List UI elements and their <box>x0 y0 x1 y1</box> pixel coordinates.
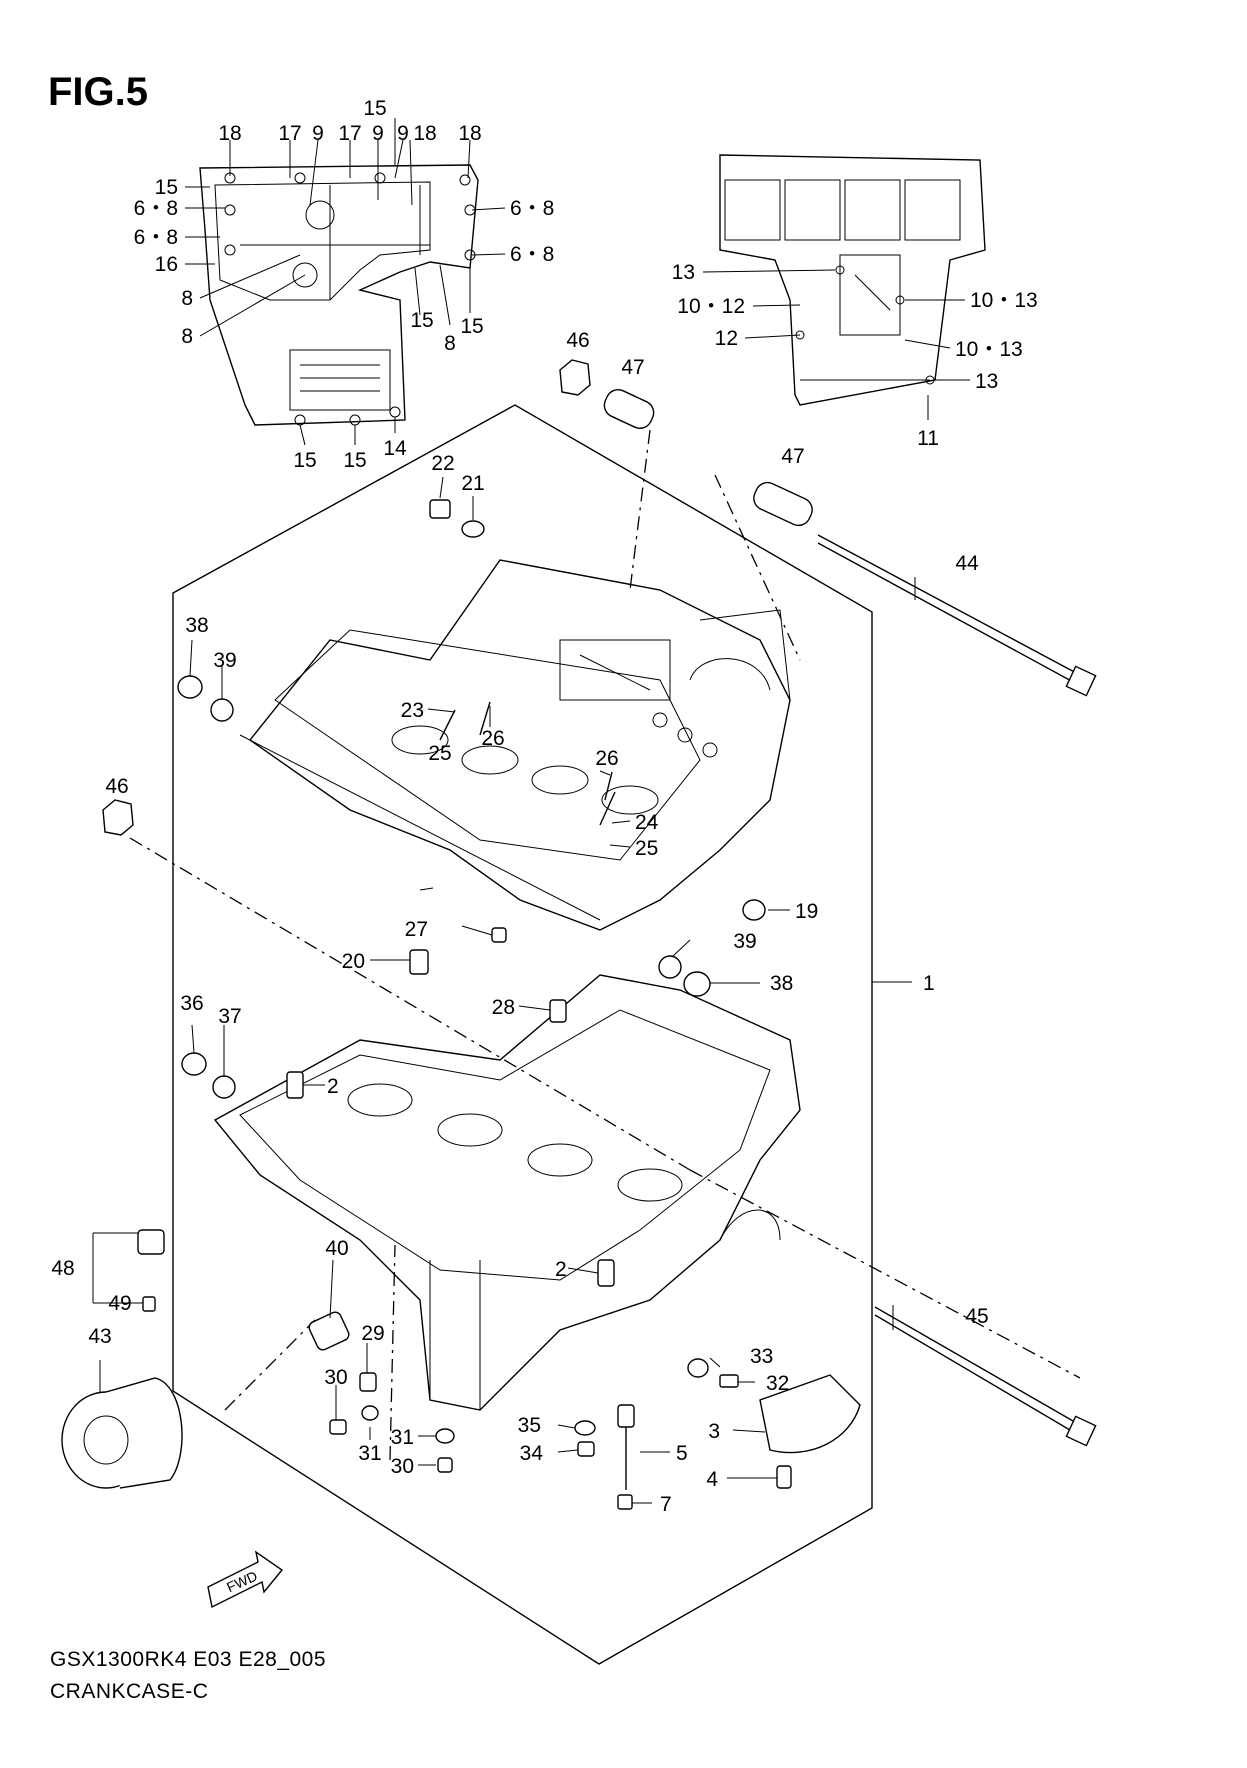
callout-number: 44 <box>955 552 979 575</box>
callout-number: 4 <box>706 1468 718 1491</box>
callout-number: 3 <box>708 1420 720 1443</box>
callout-number: 47 <box>781 445 804 468</box>
callout-number: 27 <box>405 918 428 941</box>
callout-number: 26 <box>481 727 504 750</box>
model-code: GSX1300RK4 E03 E28_005 <box>50 1648 327 1671</box>
inset-right-label: 11 <box>917 427 939 450</box>
inset-left-label: 17 <box>278 122 301 145</box>
inset-left-label: 18 <box>413 122 436 145</box>
inset-left-label: 6・8 <box>134 226 178 249</box>
callout-leaders <box>99 476 916 1504</box>
inset-right-label: 10・12 <box>677 295 745 318</box>
inset-right-drawing <box>719 154 986 406</box>
callout-number: 31 <box>391 1426 414 1449</box>
callout-number: 23 <box>401 699 424 722</box>
callout-number: 46 <box>105 775 128 798</box>
upper-crankcase <box>239 559 791 931</box>
inset-left-label: 15 <box>293 449 316 472</box>
callout-number: 43 <box>88 1325 111 1348</box>
callout-number: 29 <box>361 1322 384 1345</box>
section-name: CRANKCASE-C <box>50 1680 209 1703</box>
inset-right-label: 13 <box>672 261 695 284</box>
callout-number: 45 <box>965 1305 988 1328</box>
loose-parts <box>61 359 1097 1510</box>
callout-number: 25 <box>635 837 658 860</box>
inset-right-leaders <box>702 269 970 420</box>
inset-left-label: 18 <box>458 122 481 145</box>
inset-left-drawing <box>199 164 479 426</box>
callout-number: 26 <box>595 747 618 770</box>
inset-left-label: 6・8 <box>510 197 554 220</box>
inset-left-label: 17 <box>338 122 361 145</box>
callout-number: 32 <box>766 1372 789 1395</box>
callout-number: 37 <box>218 1005 241 1028</box>
callout-number: 25 <box>428 742 451 765</box>
inset-left-label: 6・8 <box>134 197 178 220</box>
fwd-arrow: FWD <box>207 1550 284 1609</box>
callout-number: 35 <box>518 1414 541 1437</box>
inset-left-leaders <box>185 118 506 446</box>
callout-number: 30 <box>391 1455 414 1478</box>
callout-number: 22 <box>431 452 454 475</box>
inset-left-label: 16 <box>155 253 178 276</box>
figure-title: FIG.5 <box>48 70 149 114</box>
inset-left-label: 15 <box>363 97 386 120</box>
callout-number: 39 <box>733 930 756 953</box>
inset-left-label: 8 <box>181 287 193 310</box>
inset-right-label: 13 <box>975 370 998 393</box>
callout-number: 19 <box>795 900 818 923</box>
callout-number: 33 <box>750 1345 773 1368</box>
inset-left-label: 15 <box>343 449 366 472</box>
callout-number: 5 <box>676 1442 688 1465</box>
callout-number: 47 <box>621 356 644 379</box>
inset-left-label: 8 <box>444 332 456 355</box>
inset-left-label: 6・8 <box>510 243 554 266</box>
callout-number: 24 <box>635 811 659 834</box>
inset-left-label: 9 <box>312 122 324 145</box>
inset-left-label: 15 <box>155 176 178 199</box>
callout-number: 49 <box>108 1292 131 1315</box>
inset-left-label: 8 <box>181 325 193 348</box>
assembly-outline <box>172 404 873 1665</box>
callout-number: 48 <box>51 1257 74 1280</box>
inset-right-label: 10・13 <box>955 338 1023 361</box>
callout-number: 39 <box>213 649 236 672</box>
inset-left-label: 15 <box>410 309 433 332</box>
callout-number: 46 <box>566 329 589 352</box>
callout-number: 2 <box>555 1258 567 1281</box>
callout-number: 2 <box>327 1075 339 1098</box>
inset-left-label: 9 <box>372 122 384 145</box>
callout-number: 36 <box>180 992 203 1015</box>
callout-number: 1 <box>923 972 935 995</box>
callout-number: 30 <box>324 1366 347 1389</box>
callout-number: 38 <box>770 972 793 995</box>
callout-number: 34 <box>520 1442 544 1465</box>
callout-number: 20 <box>342 950 365 973</box>
alignment-lines <box>129 429 1081 1461</box>
inset-left-label: 9 <box>397 122 409 145</box>
callout-number: 31 <box>358 1442 381 1465</box>
callout-number: 21 <box>461 472 484 495</box>
inset-right-label: 12 <box>715 327 738 350</box>
callout-number: 40 <box>325 1237 348 1260</box>
callout-number: 7 <box>660 1493 672 1516</box>
lower-crankcase <box>213 974 801 1411</box>
callout-number: 38 <box>185 614 208 637</box>
inset-left-label: 18 <box>218 122 241 145</box>
inset-right-label: 10・13 <box>970 289 1038 312</box>
inset-left-label: 14 <box>383 437 407 460</box>
inset-left-label: 15 <box>460 315 483 338</box>
callout-number: 28 <box>492 996 515 1019</box>
